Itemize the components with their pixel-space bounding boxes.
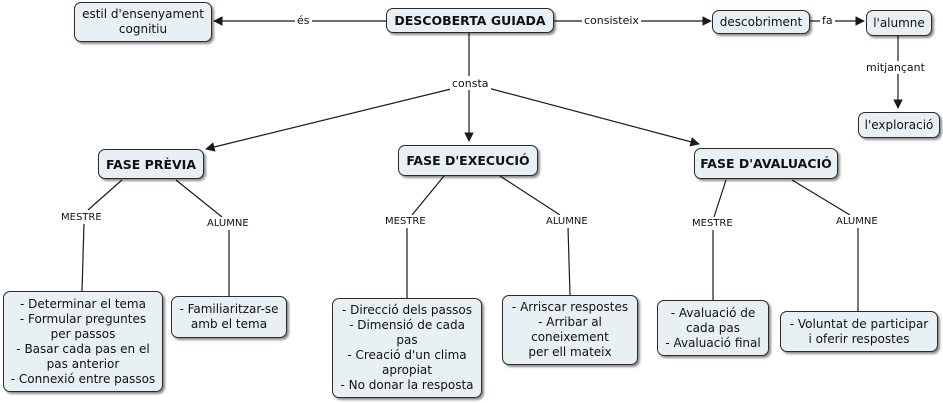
node-execucio-alumne-tasks[interactable]: - Arriscar respostes - Arribar al coneix… bbox=[502, 295, 638, 365]
edge-previa-mestre bbox=[87, 179, 123, 211]
node-previa-alumne-tasks[interactable]: - Familiaritzar-se amb el tema bbox=[171, 296, 287, 338]
link-label-alumne-execucio: ALUMNE bbox=[544, 215, 590, 228]
link-label-mitjancant: mitjançant bbox=[864, 61, 927, 74]
node-descoberta-guiada[interactable]: DESCOBERTA GUIADA bbox=[386, 8, 554, 33]
edge-consta-avaluacio bbox=[487, 87, 700, 147]
link-label-mestre-avaluacio: MESTRE bbox=[690, 217, 735, 230]
edge-mestre1-box bbox=[81, 222, 85, 292]
node-avaluacio-mestre-tasks[interactable]: - Avaluació de cada pas - Avaluació fina… bbox=[657, 300, 769, 356]
link-label-mestre-previa: MESTRE bbox=[59, 211, 104, 224]
edge-previa-alumne bbox=[175, 179, 223, 218]
edge-execucio-mestre bbox=[411, 175, 445, 216]
link-label-consisteix: consisteix bbox=[582, 14, 641, 27]
link-label-alumne-previa: ALUMNE bbox=[205, 217, 251, 230]
node-fase-avaluacio[interactable]: FASE D'AVALUACIÓ bbox=[694, 148, 838, 179]
node-exploracio[interactable]: l'exploració bbox=[858, 112, 940, 138]
node-fase-execucio[interactable]: FASE D'EXECUCIÓ bbox=[398, 145, 538, 176]
link-label-consta: consta bbox=[450, 77, 491, 90]
edge-alumne2-box bbox=[567, 226, 571, 296]
edge-consta-previa bbox=[205, 87, 456, 152]
link-label-es: és bbox=[295, 14, 312, 27]
edge-avaluacio-mestre bbox=[713, 179, 727, 218]
edge-execucio-alumne bbox=[499, 175, 561, 216]
link-label-mestre-execucio: MESTRE bbox=[383, 215, 428, 228]
node-fase-previa[interactable]: FASE PRÈVIA bbox=[98, 149, 204, 179]
node-estil-ensenyament[interactable]: estil d'ensenyament cognitiu bbox=[74, 2, 212, 42]
link-label-alumne-avaluacio: ALUMNE bbox=[834, 215, 880, 228]
node-previa-mestre-tasks[interactable]: - Determinar el tema - Formular pregunte… bbox=[3, 291, 163, 392]
node-avaluacio-alumne-tasks[interactable]: - Voluntat de participar i oferir respos… bbox=[780, 311, 938, 352]
link-label-fa: fa bbox=[820, 14, 835, 27]
node-execucio-mestre-tasks[interactable]: - Direcció dels passos - Dimensió de cad… bbox=[332, 298, 482, 398]
node-alumne-top[interactable]: l'alumne bbox=[866, 10, 932, 36]
edge-avaluacio-alumne bbox=[791, 179, 851, 216]
node-descobriment[interactable]: descobriment bbox=[712, 10, 810, 34]
